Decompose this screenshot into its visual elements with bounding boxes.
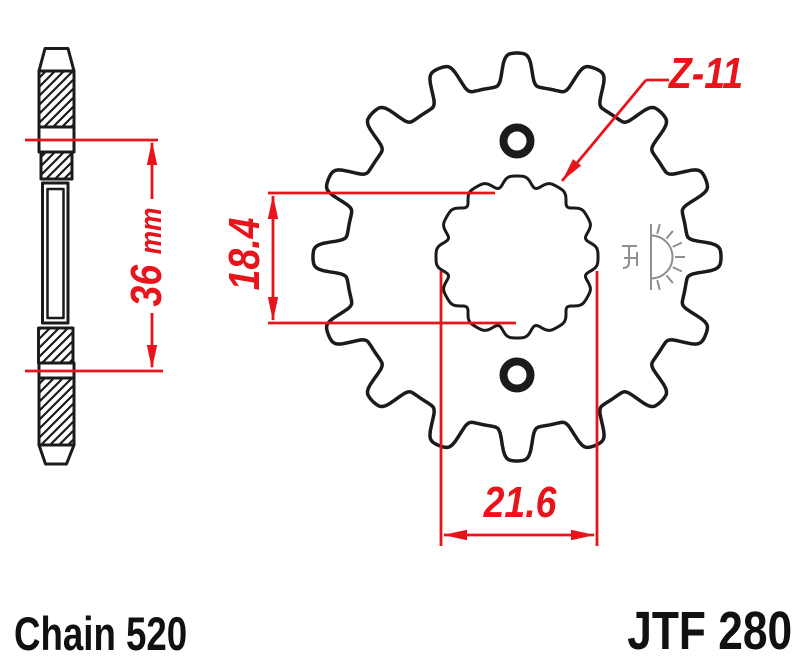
hub-width-dimension-label: 36 mm bbox=[122, 207, 171, 307]
bottom-mount-hole bbox=[499, 357, 535, 393]
spline-inner-dimension-label: 18.4 bbox=[220, 217, 269, 291]
spline-outer-dimension-label: 21.6 bbox=[483, 478, 557, 527]
hub-width-unit: mm bbox=[133, 207, 168, 255]
spline-count-label: Z-11 bbox=[668, 49, 744, 98]
sprocket-front-view bbox=[311, 51, 723, 463]
sprocket-side-view bbox=[37, 47, 76, 466]
jt-logo-icon bbox=[622, 223, 685, 291]
hub-width-value: 36 bbox=[122, 264, 171, 307]
dimension-lines bbox=[25, 78, 669, 546]
top-mount-hole bbox=[499, 123, 535, 159]
part-number-label: JTF 280 bbox=[627, 601, 792, 661]
chain-size-label: Chain 520 bbox=[14, 607, 188, 660]
